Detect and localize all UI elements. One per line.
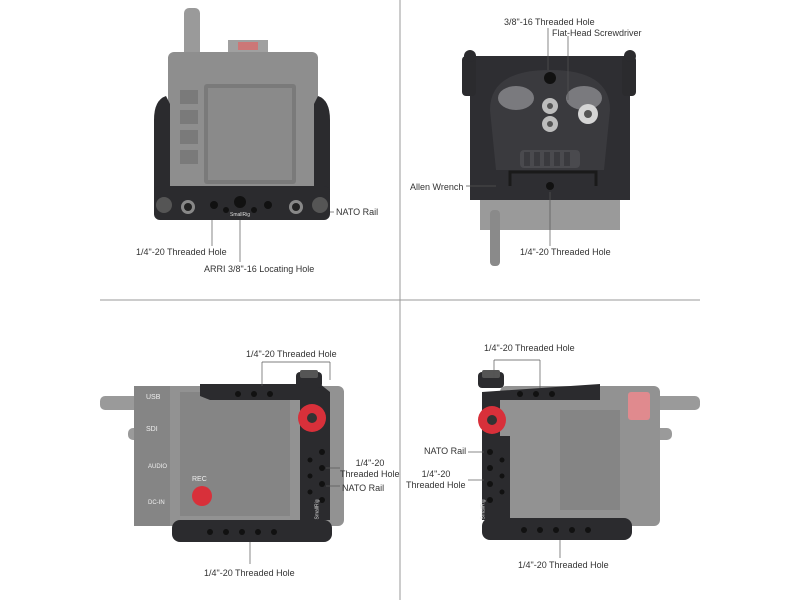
- bl-port-sdi-label: SDI: [146, 426, 158, 433]
- br-threaded-hole-top-label: 1/4"-20 Threaded Hole: [484, 343, 575, 353]
- bl-port-audio-label: AUDIO: [148, 464, 168, 470]
- tl-arri-hole-label: ARRI 3/8"-16 Locating Hole: [204, 264, 315, 274]
- br-threaded-hole-bottom-label: 1/4"-20 Threaded Hole: [518, 560, 609, 570]
- bottom-right-camera-image: [468, 359, 700, 558]
- bl-threaded-hole-bottom-label: 1/4"-20 Threaded Hole: [204, 568, 295, 578]
- bl-port-rec-label: REC: [192, 476, 207, 483]
- tl-nato-rail-label: NATO Rail: [336, 207, 379, 217]
- top-left-camera-image: [154, 8, 334, 262]
- tr-allen-wrench-label: Allen Wrench: [410, 182, 464, 192]
- tr-threaded-hole-label: 1/4"-20 Threaded Hole: [520, 247, 611, 257]
- tl-threaded-hole-label: 1/4"-20 Threaded Hole: [136, 247, 227, 257]
- tl-brand-mark: SmallRig: [230, 212, 251, 218]
- br-threaded-hole-side-label-2: Threaded Hole: [406, 480, 466, 490]
- br-brand-mark: SmallRig: [480, 499, 487, 520]
- tr-screwdriver-label: Flat-Head Screwdriver: [552, 28, 642, 38]
- bl-threaded-hole-side-label-2: Threaded Hole: [340, 469, 400, 479]
- br-threaded-hole-side-label-1: 1/4"-20: [421, 469, 451, 479]
- tr-threaded-hole-38-label: 3/8"-16 Threaded Hole: [504, 17, 595, 27]
- bl-threaded-hole-side-label-1: 1/4"-20: [355, 458, 385, 468]
- top-right-plate-image: [462, 28, 636, 266]
- bl-port-usb-label: USB: [146, 394, 161, 401]
- bottom-left-camera-image: [100, 361, 344, 564]
- bl-port-dcin-label: DC-IN: [148, 500, 165, 506]
- bl-brand-mark: SmallRig: [314, 499, 321, 520]
- bl-nato-rail-label: NATO Rail: [342, 483, 385, 493]
- bl-threaded-hole-top-label: 1/4"-20 Threaded Hole: [246, 349, 337, 359]
- br-nato-rail-label: NATO Rail: [424, 446, 467, 456]
